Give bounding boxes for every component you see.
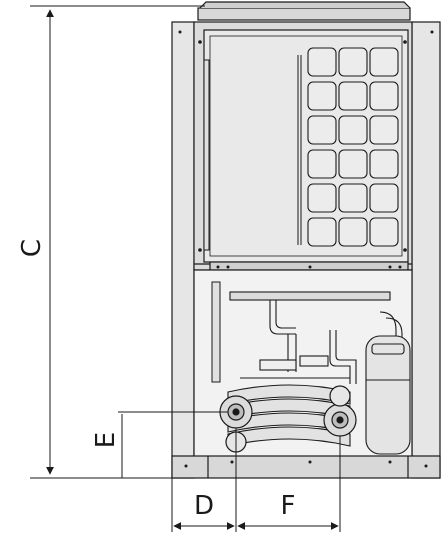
- grille-cell: [369, 115, 399, 145]
- grille-cell: [307, 47, 337, 77]
- grille-cell: [307, 81, 337, 111]
- fasteners: [178, 30, 434, 468]
- dimension-lines: [30, 5, 341, 532]
- dimension-e-label: E: [91, 432, 121, 448]
- grille-cell: [307, 183, 337, 213]
- left-frame-post: [171, 21, 195, 479]
- right-frame-post: [411, 21, 441, 479]
- grille-cell: [338, 81, 368, 111]
- refrigerant-piping: [229, 291, 403, 384]
- dimension-c-label: C: [17, 239, 47, 257]
- heat-exchanger-coil: [227, 384, 351, 447]
- grille-cell: [369, 149, 399, 179]
- grille-cell: [369, 217, 399, 247]
- grille-cell: [338, 149, 368, 179]
- grille-cell: [369, 81, 399, 111]
- fan-grille-icon: [307, 47, 399, 247]
- grille-cell: [307, 217, 337, 247]
- grille-cell: [369, 183, 399, 213]
- grille-cell: [307, 115, 337, 145]
- grille-cell: [338, 183, 368, 213]
- grille-cell: [338, 47, 368, 77]
- grille-cell: [338, 217, 368, 247]
- base-frame: [171, 455, 441, 479]
- compressor-icon: [365, 335, 411, 455]
- dimension-d-label: D: [194, 491, 214, 521]
- panel-rod: [297, 55, 302, 245]
- top-cap: [197, 7, 411, 21]
- grille-cell: [338, 115, 368, 145]
- side-pipe: [203, 59, 221, 383]
- grille-cell: [369, 47, 399, 77]
- grille-cell: [307, 149, 337, 179]
- dimension-f-label: F: [281, 491, 296, 521]
